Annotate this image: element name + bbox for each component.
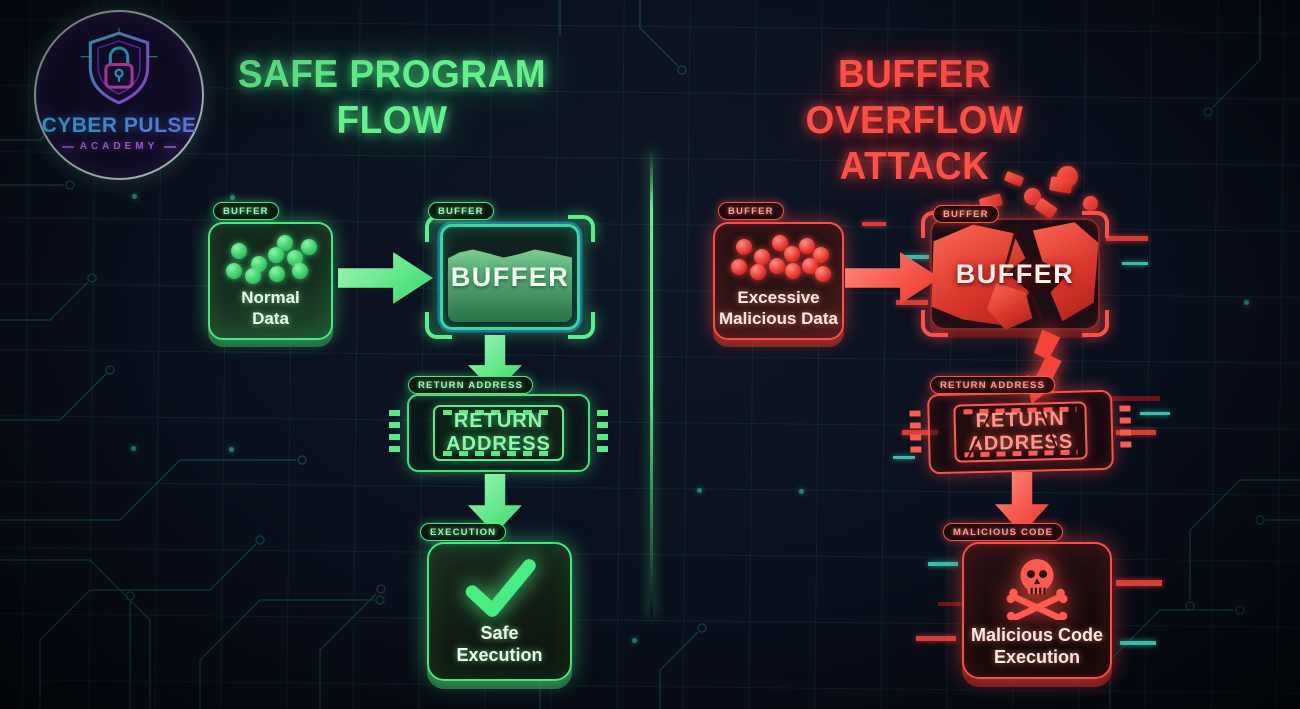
chip-body: RETURN ADDRESS xyxy=(953,401,1088,463)
glitch-streak xyxy=(1106,236,1148,241)
glitch-streak xyxy=(938,602,964,606)
debris-ball xyxy=(1082,196,1098,211)
safe-execution-label: Safe Execution xyxy=(456,622,543,665)
corner-bracket-icon xyxy=(1082,211,1109,238)
shield-lock-icon xyxy=(80,28,158,105)
return-address-tag: RETURN ADDRESS xyxy=(408,376,534,394)
chip-body: RETURN ADDRESS xyxy=(433,405,564,461)
normal-data-label: Normal Data xyxy=(241,288,300,328)
data-dot xyxy=(754,248,771,265)
glitch-streak xyxy=(1140,412,1170,415)
grid-dot xyxy=(1244,300,1249,305)
chip-pins xyxy=(597,410,608,456)
glitch-streak xyxy=(1120,641,1156,645)
attack-flow-title: BUFFER OVERFLOW ATTACK xyxy=(805,53,1024,188)
grid-dot xyxy=(632,638,637,643)
malicious-data-label: Excessive Malicious Data xyxy=(718,288,839,328)
buffer-tag: BUFFER xyxy=(933,205,999,223)
data-dot xyxy=(815,265,832,282)
safe-return-address-label: RETURN ADDRESS xyxy=(446,410,551,455)
broken-buffer-label: BUFFER xyxy=(955,258,1075,289)
logo-title: CYBER PULSE xyxy=(41,114,197,137)
corner-bracket-icon xyxy=(568,215,595,242)
execution-tag: EXECUTION xyxy=(420,523,507,541)
logo-badge: CYBER PULSE ACADEMY xyxy=(34,10,204,180)
corner-bracket-icon xyxy=(425,312,452,339)
glitch-streak xyxy=(1108,396,1160,401)
grid-dot xyxy=(697,488,702,493)
data-dot xyxy=(749,264,766,281)
chip-pins xyxy=(909,410,922,459)
corrupted-return-address-label: RETURN ADDRESS xyxy=(968,407,1074,456)
malicious-execution-box: Malicious Code Execution xyxy=(962,542,1112,679)
debris-fragment xyxy=(1048,176,1073,194)
corner-bracket-icon xyxy=(1082,310,1109,337)
corner-bracket-icon xyxy=(568,312,595,339)
buffer-tag: BUFFER xyxy=(213,202,279,220)
malicious-execution-label: Malicious Code Execution xyxy=(970,624,1104,667)
chip-pins xyxy=(1119,405,1132,454)
grid-dot xyxy=(132,194,137,199)
corner-bracket-icon xyxy=(921,310,948,337)
safe-execution-box: Safe Execution xyxy=(427,542,572,681)
data-dot xyxy=(231,243,248,260)
safe-buffer-label: BUFFER xyxy=(450,261,570,292)
data-dot xyxy=(269,266,286,283)
data-dot xyxy=(784,245,801,262)
malicious-data-box: Excessive Malicious Data xyxy=(713,222,844,340)
safe-buffer-container: BUFFER xyxy=(425,215,595,339)
data-dot xyxy=(292,263,309,280)
data-dot xyxy=(277,235,294,252)
malicious-code-tag: MALICIOUS CODE xyxy=(943,523,1064,541)
glitch-streak xyxy=(1116,580,1162,586)
return-address-tag: RETURN ADDRESS xyxy=(930,376,1056,394)
data-dot xyxy=(225,263,242,280)
safe-arrow-right-icon xyxy=(338,252,433,304)
skull-icon xyxy=(1006,558,1068,620)
data-dot xyxy=(785,263,802,280)
normal-data-box: Normal Data xyxy=(208,222,333,340)
buffer-tag: BUFFER xyxy=(718,202,784,220)
safe-buffer-box: BUFFER xyxy=(440,224,580,330)
chip-pins xyxy=(389,410,400,456)
buffer-tag: BUFFER xyxy=(428,202,494,220)
data-dot xyxy=(731,259,748,276)
glitch-streak xyxy=(862,222,886,226)
glitch-streak xyxy=(916,636,956,641)
grid-dot xyxy=(229,447,234,452)
grid-dot xyxy=(131,446,136,451)
safe-return-address-chip: RETURN ADDRESS xyxy=(389,394,608,472)
column-divider xyxy=(650,150,653,618)
safe-flow-title: SAFE PROGRAM FLOW xyxy=(237,53,547,142)
data-dot xyxy=(735,239,752,256)
glitch-streak xyxy=(1122,262,1148,265)
check-icon xyxy=(465,558,536,617)
broken-buffer-container: BUFFER xyxy=(921,166,1109,337)
data-dot xyxy=(301,239,318,256)
data-dot xyxy=(769,257,786,274)
grid-dot xyxy=(799,489,804,494)
logo-subtitle: ACADEMY xyxy=(61,141,177,152)
data-dot xyxy=(245,268,262,285)
attack-arrow-right-icon xyxy=(845,252,940,304)
glitch-streak xyxy=(928,562,958,566)
grid-dot xyxy=(230,195,235,200)
